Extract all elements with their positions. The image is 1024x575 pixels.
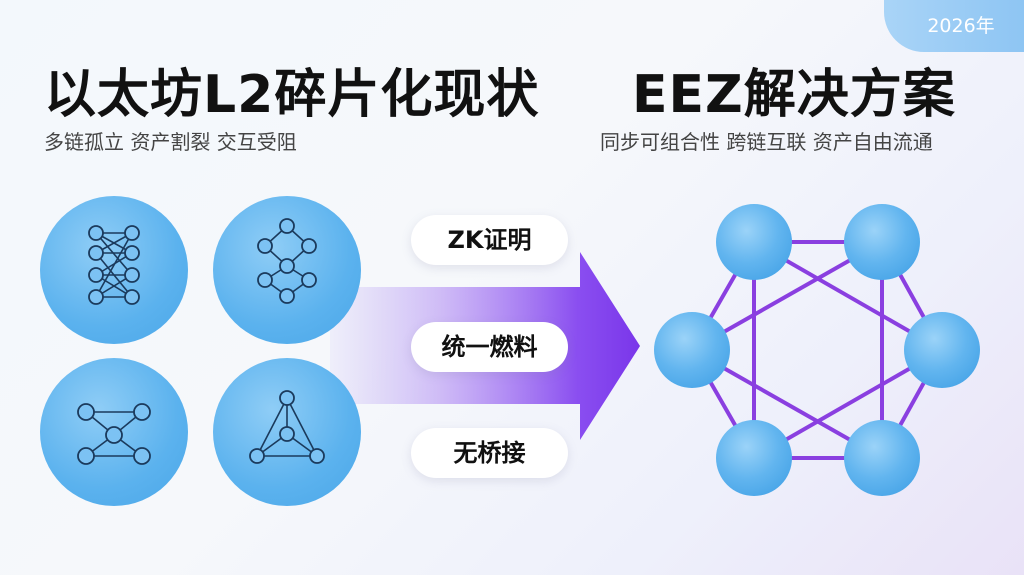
feature-pill-unified-gas: 统一燃料 — [411, 322, 568, 372]
triangle-network-icon — [249, 390, 325, 464]
network-node-bottom-left — [716, 420, 792, 496]
l2-cluster-hex-network — [213, 196, 361, 344]
year-badge: 2026年 — [884, 0, 1024, 52]
network-node-top-right — [844, 204, 920, 280]
right-title: EEZ解决方案 — [632, 65, 956, 125]
network-node-left — [654, 312, 730, 388]
left-title: 以太坊L2碎片化现状 — [44, 65, 540, 125]
left-subtitle: 多链孤立 资产割裂 交互受阻 — [44, 130, 297, 154]
network-node-bottom-right — [844, 420, 920, 496]
hourglass-network-icon — [77, 403, 151, 465]
right-subtitle: 同步可组合性 跨链互联 资产自由流通 — [600, 130, 933, 154]
network-node-top-left — [716, 204, 792, 280]
hex-network-icon — [257, 218, 317, 304]
feature-pill-bridgeless: 无桥接 — [411, 428, 568, 478]
l2-cluster-dense-mesh — [40, 196, 188, 344]
l2-cluster-hourglass — [40, 358, 188, 506]
feature-pill-zk-proof: ZK证明 — [411, 215, 568, 265]
l2-cluster-triangle — [213, 358, 361, 506]
network-node-right — [904, 312, 980, 388]
dense-mesh-icon — [88, 225, 140, 305]
